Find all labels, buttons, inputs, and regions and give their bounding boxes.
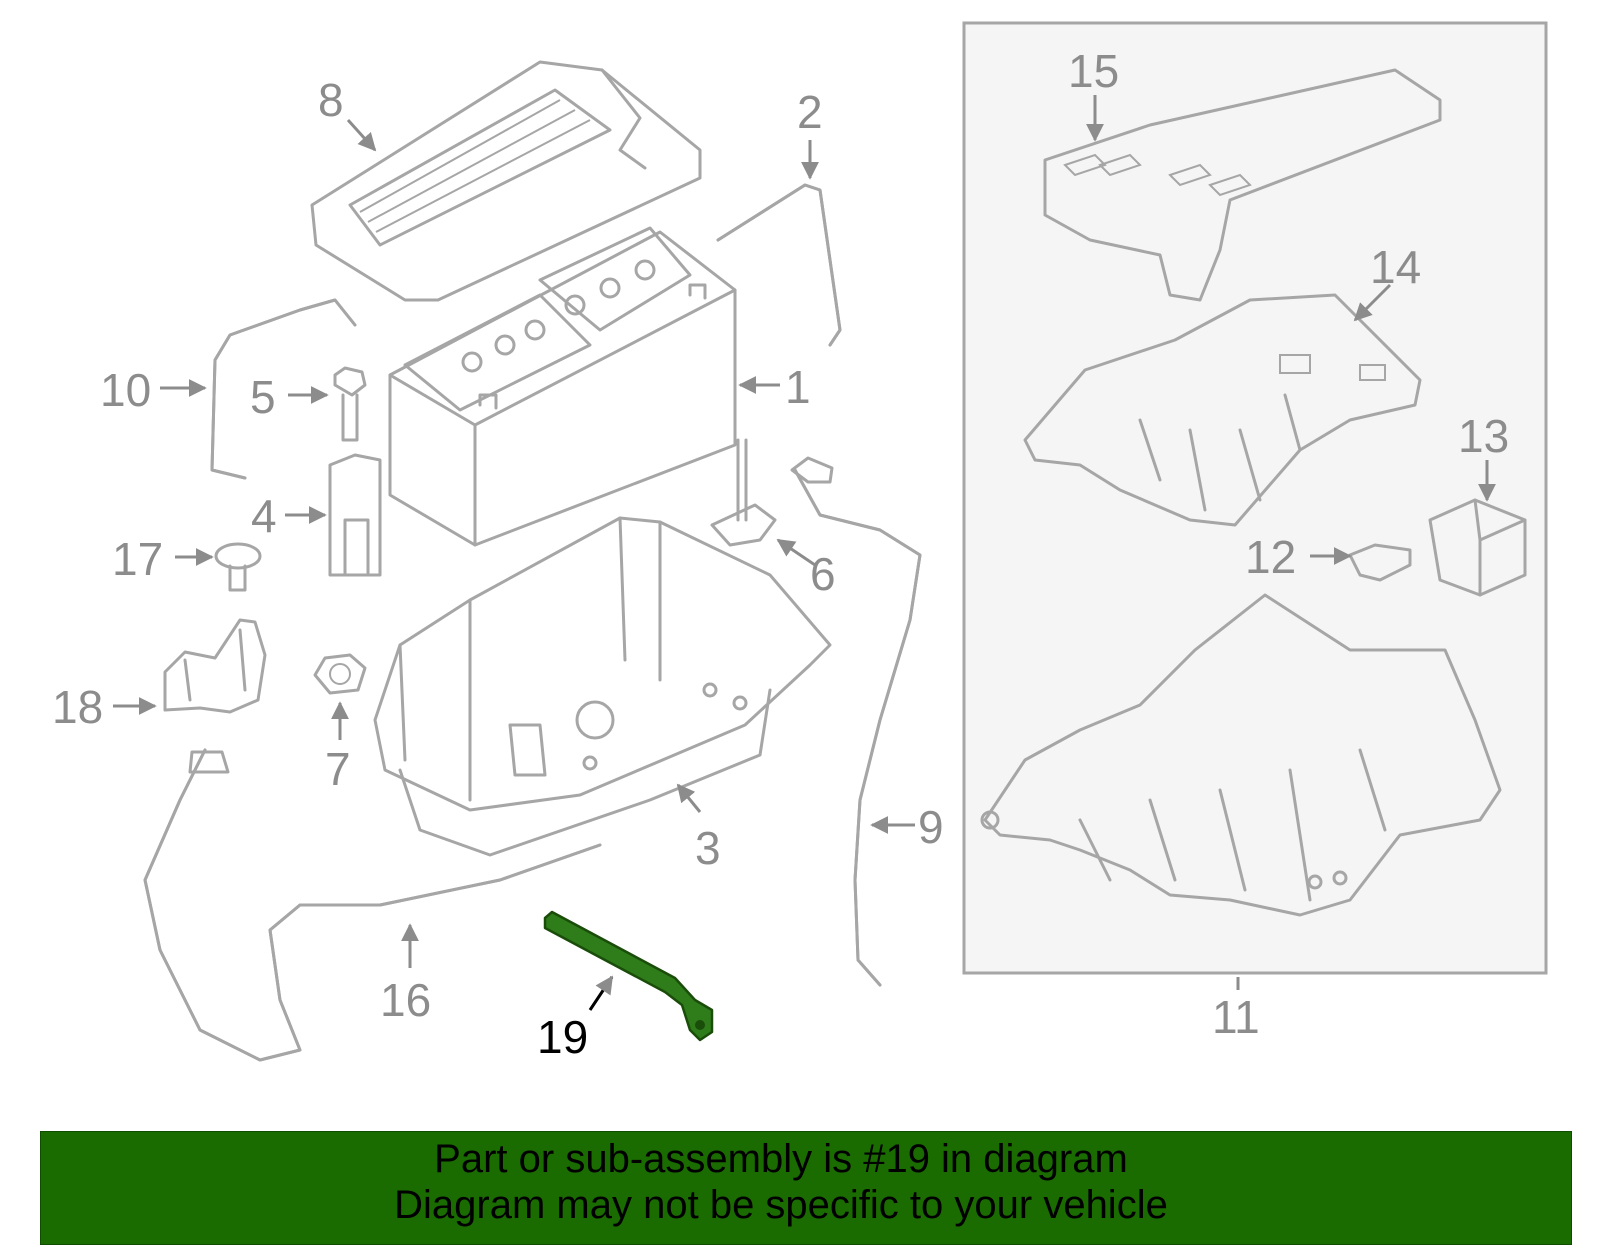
- callout-4: 4: [251, 490, 277, 542]
- callout-14: 14: [1370, 241, 1421, 293]
- banner-disclaimer-line: Diagram may not be specific to your vehi…: [394, 1183, 1168, 1227]
- positive-cable-part[interactable]: [716, 183, 842, 347]
- fuse-box-group-frame: [962, 21, 1548, 975]
- leader-lines: [113, 95, 1496, 1011]
- callout-17: 17: [112, 533, 163, 585]
- battery-tray-part[interactable]: [373, 516, 832, 857]
- bolt-part[interactable]: [333, 366, 367, 442]
- callout-11: 11: [1212, 991, 1260, 1043]
- fuse-part[interactable]: [1348, 543, 1412, 582]
- fuse-cover-part[interactable]: [1043, 68, 1442, 302]
- callout-15: 15: [1068, 45, 1119, 97]
- ground-cable-part[interactable]: [210, 298, 357, 480]
- callout-7: 7: [325, 743, 351, 795]
- stud-bracket-part[interactable]: [710, 438, 777, 547]
- callout-18: 18: [52, 681, 103, 733]
- callout-12: 12: [1245, 531, 1296, 583]
- callout-2: 2: [797, 86, 823, 138]
- callout-3: 3: [695, 822, 721, 874]
- callout-10: 10: [100, 364, 151, 416]
- fuse-carrier-part[interactable]: [1023, 293, 1422, 527]
- screw-part[interactable]: [214, 542, 262, 592]
- banner-part-line: Part or sub-assembly is #19 in diagram: [434, 1137, 1128, 1181]
- fuse-box-base-part[interactable]: [980, 593, 1502, 917]
- battery-cover-part[interactable]: [310, 60, 702, 302]
- callout-1: 1: [785, 361, 811, 413]
- main-cable-part[interactable]: [143, 748, 602, 1062]
- callout-8: 8: [318, 74, 344, 126]
- negative-cable-part[interactable]: [790, 456, 922, 987]
- callout-9: 9: [918, 801, 944, 853]
- callout-19-highlighted: 19: [537, 1011, 588, 1063]
- ground-strap-part-highlighted[interactable]: [543, 910, 714, 1042]
- callout-labels: 1 2 3 4 5 6 7 8 9 10 11 12 13 14 15 16 1…: [52, 45, 1509, 1063]
- callout-5: 5: [250, 371, 276, 423]
- info-banner: Part or sub-assembly is #19 in diagram D…: [40, 1131, 1572, 1245]
- callout-6: 6: [810, 548, 836, 600]
- battery-part[interactable]: [388, 226, 737, 547]
- terminal-part[interactable]: [163, 618, 267, 714]
- relay-part[interactable]: [1428, 498, 1527, 597]
- callout-16: 16: [380, 974, 431, 1026]
- nut-part[interactable]: [313, 653, 367, 695]
- hold-down-bracket-part[interactable]: [328, 453, 382, 577]
- callout-13: 13: [1458, 410, 1509, 462]
